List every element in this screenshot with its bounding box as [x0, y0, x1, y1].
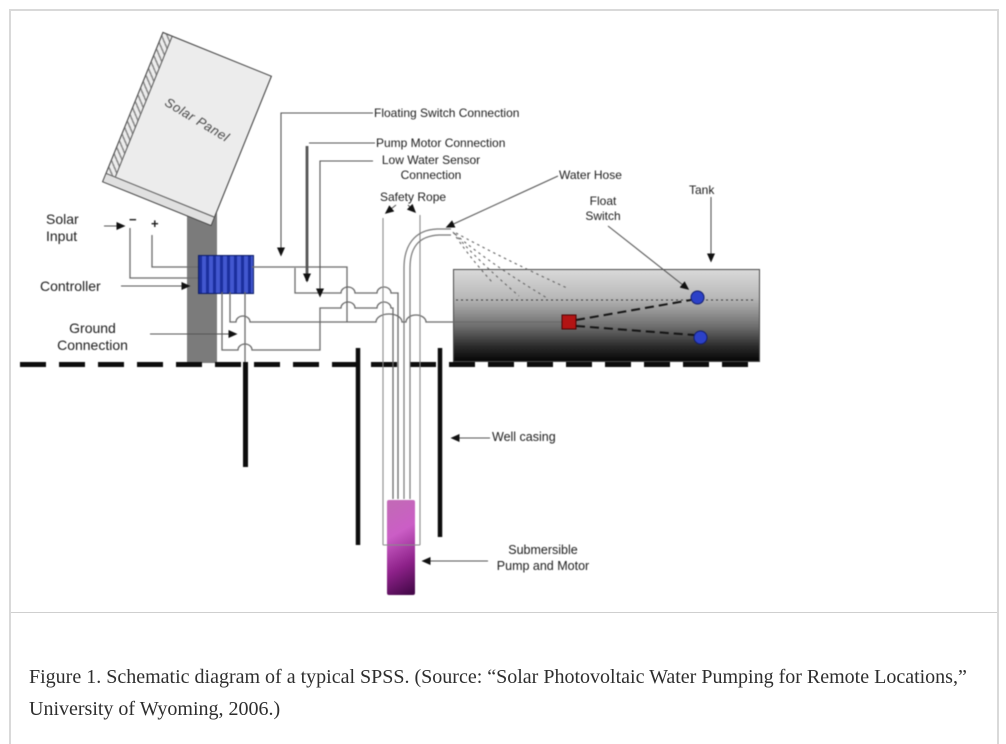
low-water-sensor-connection-label: Low Water Sensor Connection [381, 153, 481, 182]
controller-label: Controller [40, 278, 101, 294]
pump-motor-connection-label: Pump Motor Connection [376, 136, 506, 150]
figure-frame: Solar Panel [9, 9, 999, 744]
wires [129, 228, 562, 499]
caption-divider [11, 612, 997, 613]
floating-switch-leader [277, 112, 373, 257]
polarity-minus-mark: − [129, 212, 137, 227]
float-switch-assembly [561, 290, 708, 345]
submersible-pump [387, 500, 415, 595]
figure-caption: Figure 1. Schematic diagram of a typical… [29, 666, 967, 720]
solar-input-label: Solar Input [46, 211, 79, 244]
solar-wire-positive [151, 235, 198, 268]
tank-label: Tank [689, 183, 715, 197]
float-switch-label: Float Switch [585, 194, 621, 223]
float-switch-leader [607, 225, 690, 290]
safety-rope-lines [382, 215, 421, 546]
polarity-plus-mark: + [151, 216, 159, 231]
float-switch-body [561, 314, 577, 330]
well-casing-lines [355, 348, 443, 545]
low-water-sensor-leader [316, 160, 373, 298]
float-switch-wire-drop [252, 266, 348, 322]
water-hose-leader [445, 175, 559, 228]
safety-rope-leader-right [406, 203, 417, 214]
float-upper [690, 290, 705, 305]
water-hose-pipe [403, 228, 451, 499]
submersible-pump-label: Submersible Pump and Motor [496, 543, 590, 573]
safety-rope-label: Safety Rope [380, 190, 447, 204]
pump-motor-wire [294, 268, 399, 499]
safety-rope-leader-left [384, 204, 397, 214]
solar-wire-negative [129, 228, 198, 279]
well-casing-label: Well casing [492, 430, 556, 444]
float-switch-wire-bus [229, 292, 562, 323]
controller-box [198, 255, 254, 294]
water-spray-lines [452, 231, 568, 299]
water-hose-label: Water Hose [559, 168, 622, 182]
floating-switch-connection-label: Floating Switch Connection [374, 106, 520, 120]
low-water-sensor-wire [221, 292, 394, 499]
float-lower [693, 330, 708, 345]
ground-connection-label: Ground Connection [57, 320, 128, 353]
leader-arrows [104, 112, 715, 565]
